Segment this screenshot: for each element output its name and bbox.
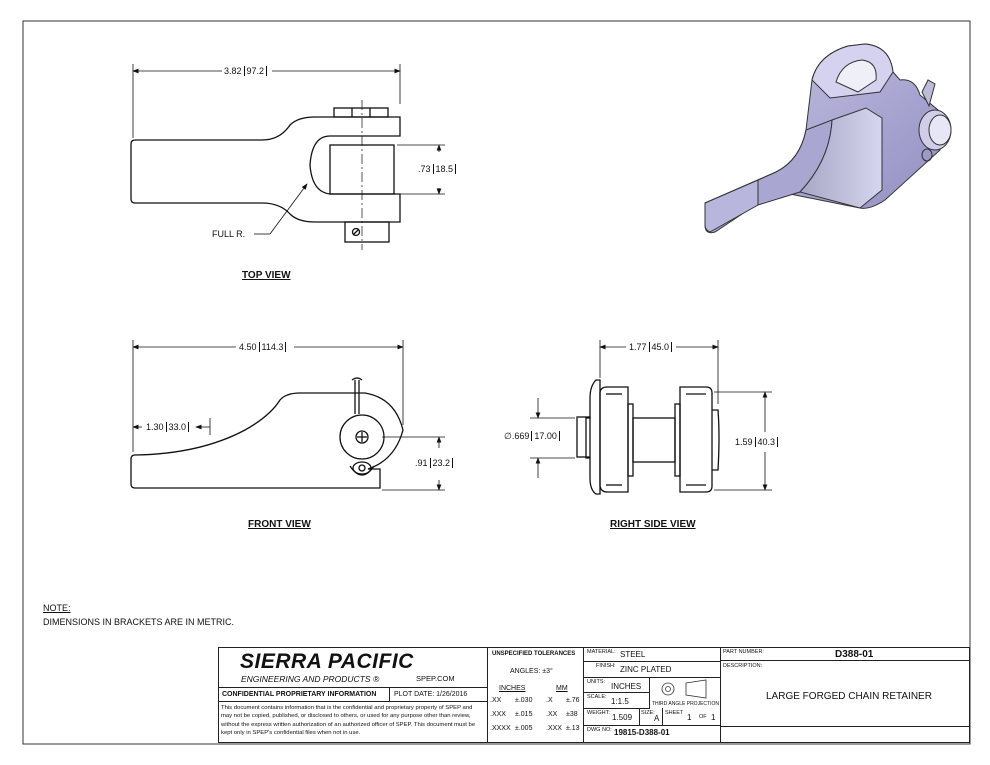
tol-row-3-in-key: .XXXX bbox=[490, 725, 511, 732]
dim-front-height-mm: 23.2 bbox=[429, 458, 454, 468]
registered-icon: ® bbox=[372, 674, 380, 684]
tolerance-mm-header: MM bbox=[556, 685, 568, 692]
right-side-dimensions bbox=[530, 340, 772, 491]
part-number-label: PART NUMBER: bbox=[723, 649, 764, 655]
material-cell bbox=[584, 647, 720, 662]
confidential-text: This document contains information that … bbox=[221, 705, 476, 736]
finish-cell bbox=[584, 661, 720, 678]
isometric-view bbox=[704, 43, 952, 234]
weight-label: WEIGHT: bbox=[587, 710, 610, 716]
tol-row-3-mm-key: .XXX bbox=[546, 725, 562, 732]
front-view-dimensions bbox=[132, 340, 445, 491]
tol-row-2-mm-val: ±38 bbox=[566, 711, 578, 718]
description-value: LARGE FORGED CHAIN RETAINER bbox=[766, 691, 932, 702]
material-label: MATERIAL: bbox=[587, 649, 616, 655]
confidential-title-cell bbox=[218, 687, 390, 702]
tol-row-1-mm-key: .X bbox=[546, 697, 553, 704]
sheet-label: SHEET bbox=[665, 710, 684, 716]
top-view-dimensions bbox=[132, 64, 445, 235]
note-text: DIMENSIONS IN BRACKETS ARE IN METRIC. bbox=[43, 617, 235, 627]
tolerance-inches-header: INCHES bbox=[499, 685, 526, 692]
weight-row bbox=[584, 708, 720, 726]
description-label: DESCRIPTION: bbox=[723, 663, 763, 669]
tol-row-3-mm-val: ±.13 bbox=[566, 725, 580, 732]
material-value: STEEL bbox=[620, 650, 646, 659]
tolerance-angles: ANGLES: ±3° bbox=[510, 668, 553, 675]
sheet-total: 1 bbox=[711, 713, 716, 722]
units-cell bbox=[584, 677, 650, 693]
plot-date-cell bbox=[389, 687, 487, 702]
title-block bbox=[218, 647, 970, 743]
dim-full-radius: FULL R. bbox=[212, 229, 246, 239]
description-divider bbox=[720, 726, 970, 727]
company-name: SIERRA PACIFIC bbox=[240, 650, 414, 673]
company-website: SPEP.COM bbox=[416, 674, 455, 683]
tol-row-1-mm-val: ±.76 bbox=[566, 697, 580, 704]
right-side-view-drawing bbox=[576, 379, 720, 495]
part-number: D388-01 bbox=[835, 649, 874, 660]
scale-value: 1:1.5 bbox=[611, 697, 629, 706]
top-view-label: TOP VIEW bbox=[242, 270, 291, 281]
size-label: SIZE: bbox=[641, 710, 655, 716]
tol-row-3-in-val: ±.005 bbox=[515, 725, 533, 732]
dim-side-diameter-mm: 17.00 bbox=[531, 431, 560, 441]
top-view-drawing bbox=[130, 107, 401, 243]
confidential-title: CONFIDENTIAL PROPRIETARY INFORMATION bbox=[222, 691, 377, 698]
units-value: INCHES bbox=[611, 682, 642, 691]
weight-value: 1.509 bbox=[612, 713, 633, 722]
part-number-row bbox=[720, 647, 970, 661]
tol-row-2-in-key: .XXX bbox=[490, 711, 506, 718]
tol-row-1-in-val: ±.030 bbox=[515, 697, 533, 704]
sheet-of-label: OF bbox=[699, 714, 707, 720]
tolerance-cell bbox=[487, 647, 584, 743]
tolerance-title: UNSPECIFIED TOLERANCES bbox=[492, 651, 576, 657]
tol-row-2-mm-key: .XX bbox=[546, 711, 558, 718]
tol-row-2-in-val: ±.015 bbox=[515, 711, 533, 718]
tol-row-1-in-key: .XX bbox=[490, 697, 502, 704]
plot-date: PLOT DATE: 1/26/2016 bbox=[394, 691, 468, 698]
finish-value: ZINC PLATED bbox=[620, 665, 672, 674]
front-view-label: FRONT VIEW bbox=[248, 519, 311, 530]
projection-label: THIRD ANGLE PROJECTION bbox=[652, 701, 719, 707]
size-value: A bbox=[654, 714, 660, 723]
note-title: NOTE: bbox=[43, 603, 71, 613]
finish-label: FINISH: bbox=[596, 663, 616, 669]
dim-side-width-mm: 45.0 bbox=[648, 342, 673, 352]
dim-top-length-mm: 97.2 bbox=[243, 66, 268, 76]
sheet-value: 1 bbox=[687, 713, 692, 722]
diameter-icon: ∅ bbox=[504, 431, 512, 441]
units-label: UNITS: bbox=[587, 679, 606, 685]
part-description-cell bbox=[720, 647, 970, 743]
dwg-label: DWG NO: bbox=[587, 727, 612, 733]
dwg-number: 19815-D388-01 bbox=[614, 728, 670, 737]
scale-cell bbox=[584, 692, 650, 709]
dim-side-height-mm: 40.3 bbox=[754, 437, 779, 447]
sheet-border bbox=[22, 20, 971, 745]
scale-label: SCALE: bbox=[587, 694, 607, 700]
dim-front-offset-mm: 33.0 bbox=[165, 422, 190, 432]
right-side-view-label: RIGHT SIDE VIEW bbox=[610, 519, 696, 530]
company-subtitle: ENGINEERING AND PRODUCTS ® bbox=[241, 674, 380, 684]
dim-top-gap-mm: 18.5 bbox=[432, 164, 457, 174]
dim-front-length-mm: 114.3 bbox=[258, 342, 287, 352]
front-view-drawing bbox=[130, 377, 404, 489]
size-cell bbox=[639, 708, 663, 726]
